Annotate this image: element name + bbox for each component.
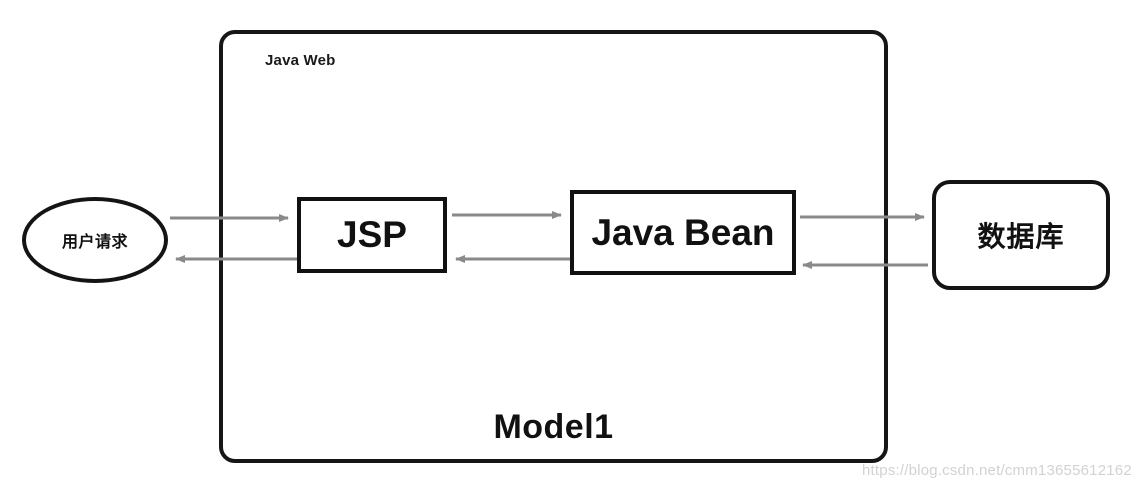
node-database-label: 数据库: [977, 221, 1065, 252]
diagram-title: Model1: [493, 408, 614, 446]
node-database[interactable]: 数据库: [932, 180, 1110, 290]
java-web-container: [219, 30, 888, 463]
node-java-bean[interactable]: Java Bean: [570, 190, 796, 275]
node-user-request-label: 用户请求: [61, 234, 128, 251]
node-jsp[interactable]: JSP: [297, 197, 447, 273]
node-jsp-label: JSP: [337, 214, 407, 255]
watermark-text: https://blog.csdn.net/cmm13655612162: [862, 462, 1132, 479]
node-user-request[interactable]: 用户请求: [22, 197, 168, 283]
java-web-label: Java Web: [265, 52, 336, 69]
node-java-bean-label: Java Bean: [591, 211, 775, 253]
